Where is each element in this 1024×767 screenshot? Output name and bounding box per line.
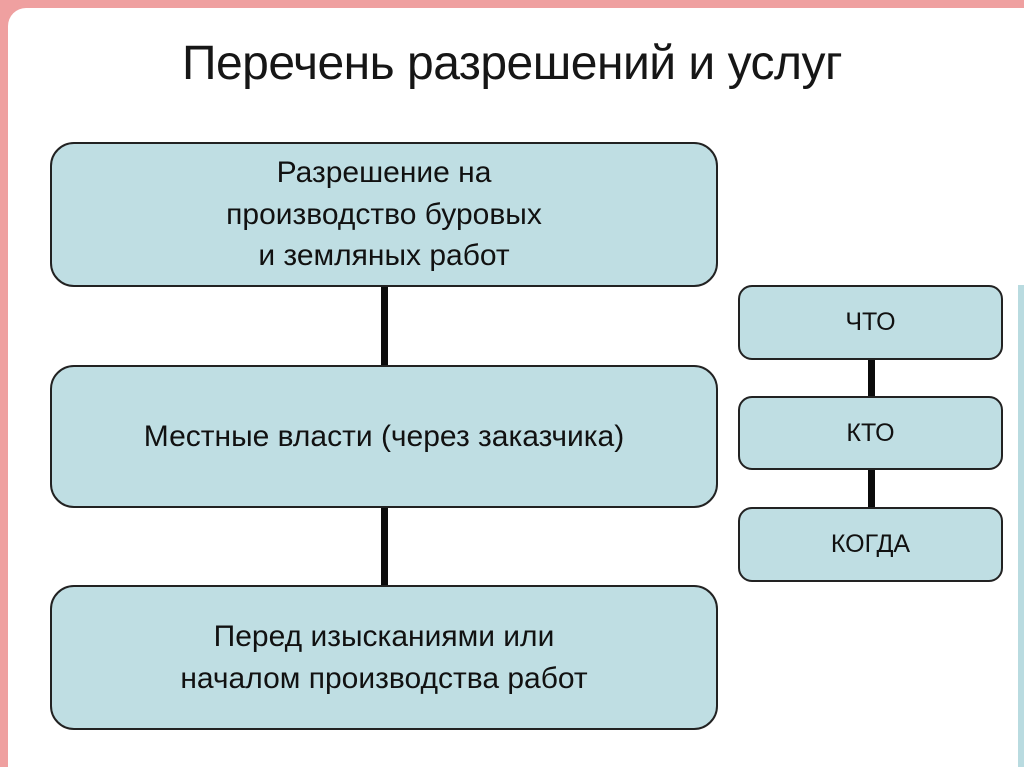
connector-line	[868, 358, 875, 398]
flowchart-box-permission: Разрешение на производство буровых и зем…	[50, 142, 718, 287]
connector-line	[868, 468, 875, 509]
connector-line	[381, 287, 388, 367]
slide-title: Перечень разрешений и услуг	[181, 37, 843, 90]
flowchart-box-permission-text: Разрешение на производство буровых и зем…	[226, 156, 542, 273]
flowchart-box-when: КОГДА	[738, 507, 1003, 582]
flowchart-box-when-label: КОГДА	[830, 530, 911, 558]
flowchart-box-who-label: КТО	[846, 418, 895, 447]
flowchart-box-authority: Местные власти (через заказчика)	[50, 365, 718, 508]
flowchart-box-what: ЧТО	[738, 285, 1003, 360]
flowchart-box-authority-text: Местные власти (через заказчика)	[143, 419, 625, 453]
connector-line	[381, 506, 388, 587]
flowchart-box-who: КТО	[738, 396, 1003, 470]
slide-edge-right-strip	[1018, 285, 1024, 767]
flowchart-box-what-label: ЧТО	[845, 308, 896, 336]
flowchart-box-timing-text: Перед изысканиями или началом производст…	[180, 620, 588, 695]
flowchart-box-timing: Перед изысканиями или началом производст…	[50, 585, 718, 730]
